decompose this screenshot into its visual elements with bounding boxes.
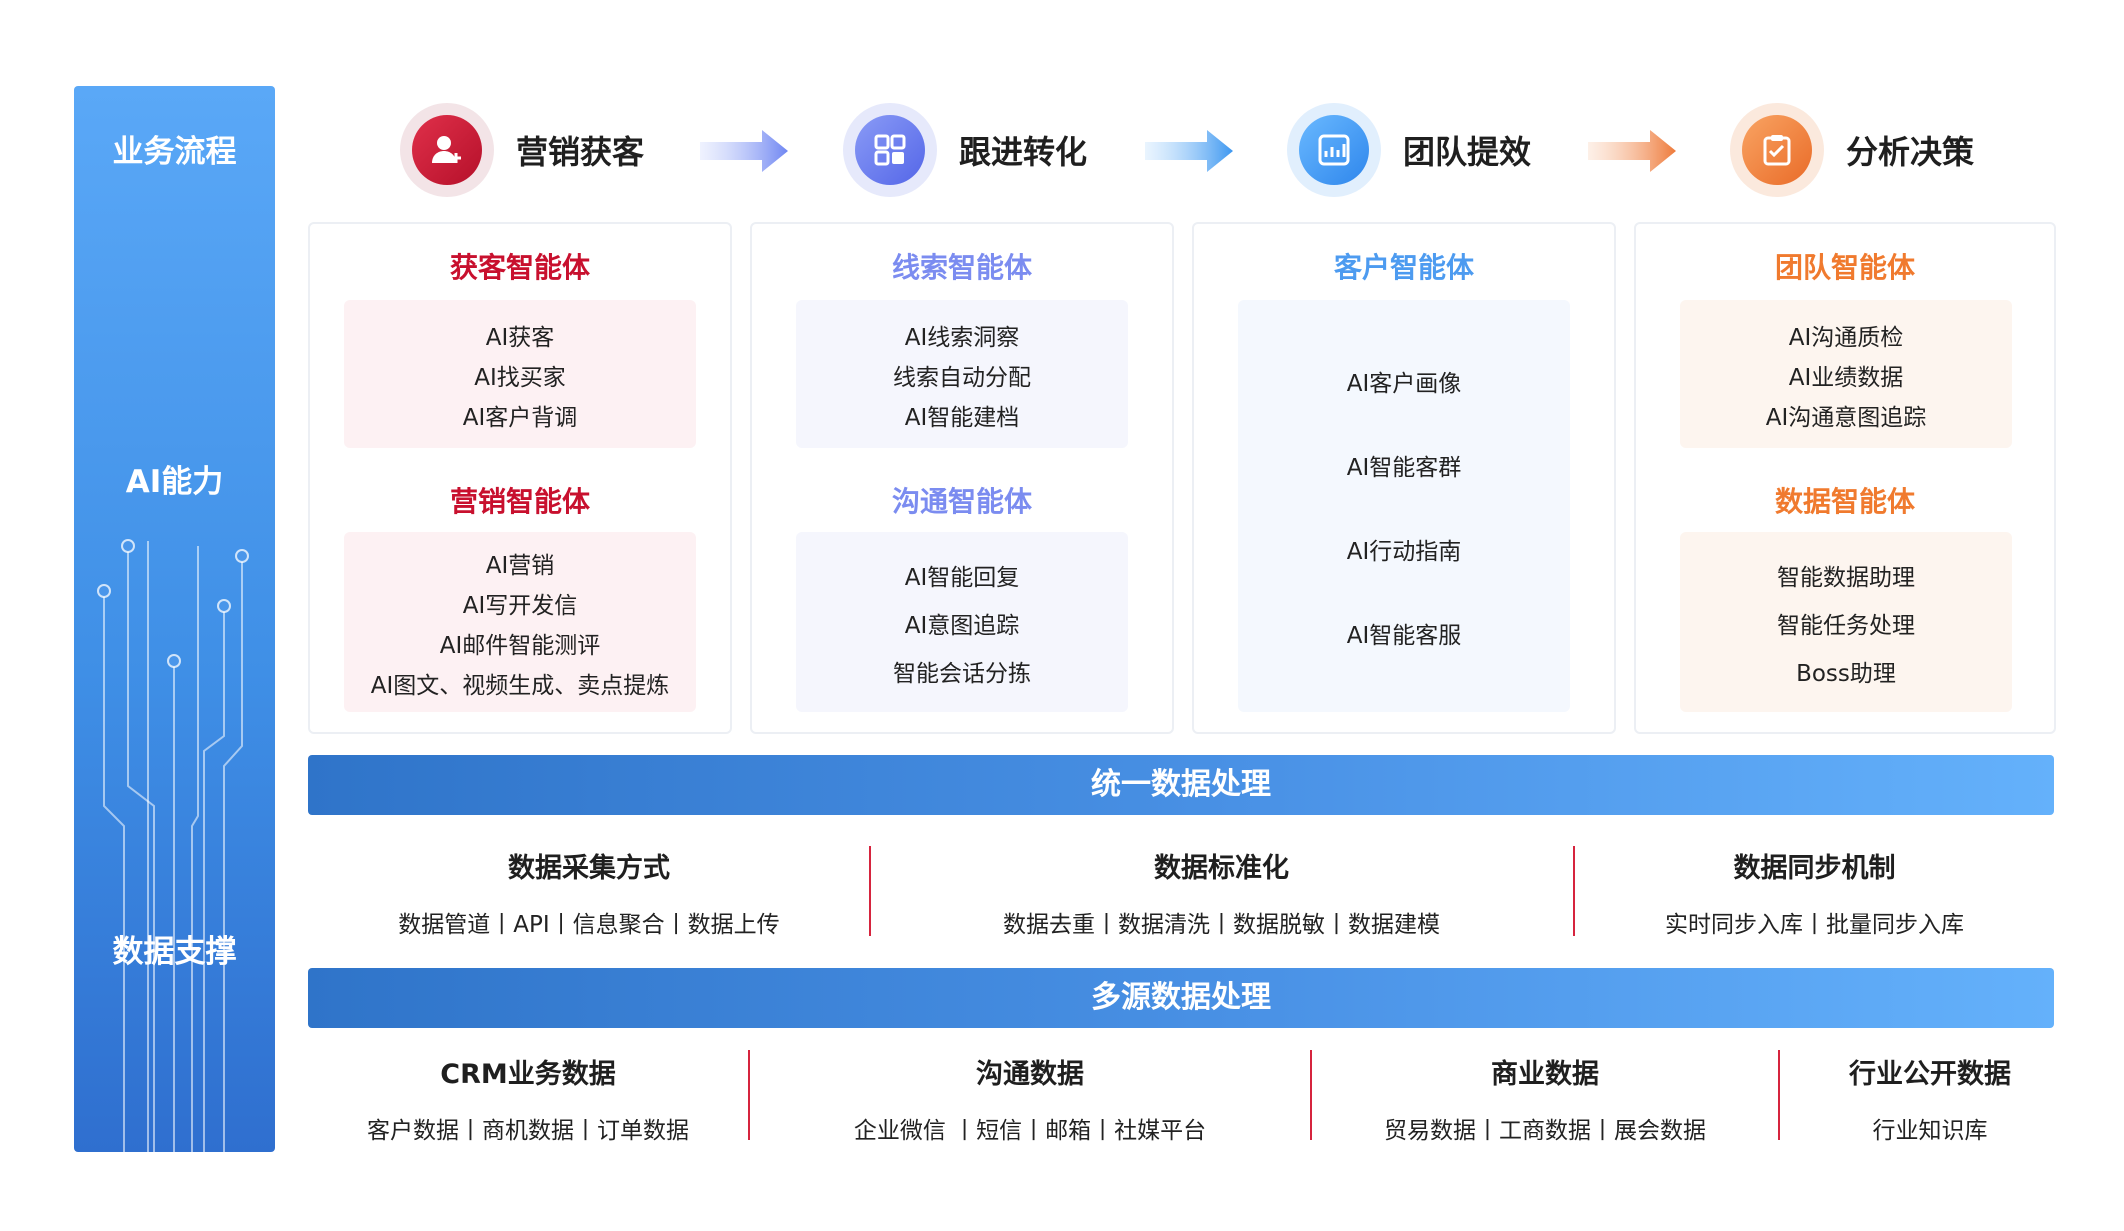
grid-icon: [855, 115, 925, 185]
agent-item: AI智能回复: [904, 565, 1020, 591]
unified-column: 数据标准化 数据去重丨数据清洗丨数据脱敏丨数据建模: [870, 846, 1573, 939]
agent-item: AI邮件智能测评: [439, 633, 601, 659]
stage-followup: 跟进转化: [843, 100, 1087, 200]
column-heading: 数据采集方式: [508, 853, 670, 884]
agent-box: AI智能回复 AI意图追踪 智能会话分拣: [796, 532, 1128, 712]
stage-name: 跟进转化: [959, 133, 1088, 171]
multi-column: CRM业务数据 客户数据丨商机数据丨订单数据: [308, 1052, 748, 1145]
card-marketing: 获客智能体 AI获客 AI找买家 AI客户背调 营销智能体 AI营销 AI写开发…: [308, 222, 732, 734]
agent-title: 营销智能体: [449, 485, 590, 518]
agent-item: AI客户背调: [462, 405, 578, 431]
agent-item: 智能任务处理: [1777, 613, 1915, 639]
arrow-right-icon: [1145, 130, 1233, 172]
sidebar-label-ai: AI能力: [125, 464, 224, 500]
agent-title: 获客智能体: [449, 251, 590, 284]
agent-item: 线索自动分配: [893, 365, 1031, 391]
agent-item: AI获客: [485, 325, 555, 351]
arrow-right-icon: [1588, 130, 1676, 172]
column-divider: [1573, 846, 1575, 936]
unified-column: 数据同步机制 实时同步入库丨批量同步入库: [1575, 846, 2054, 939]
stage-marketing: 营销获客: [400, 100, 644, 200]
column-divider: [869, 846, 871, 936]
agent-item: AI图文、视频生成、卖点提炼: [370, 673, 670, 699]
sidebar-label-process: 业务流程: [112, 134, 237, 170]
multi-source-banner: 多源数据处理: [308, 968, 2054, 1028]
agent-box: AI客户画像 AI智能客群 AI行动指南 AI智能客服: [1238, 300, 1570, 712]
agent-item: AI线索洞察: [904, 325, 1020, 351]
agent-item: AI找买家: [474, 365, 566, 391]
agent-item: 智能数据助理: [1777, 565, 1915, 591]
agent-title: 数据智能体: [1774, 485, 1915, 518]
card-team: 客户智能体 AI客户画像 AI智能客群 AI行动指南 AI智能客服: [1192, 222, 1616, 734]
stage-team: 团队提效: [1287, 100, 1531, 200]
chart-icon: [1299, 115, 1369, 185]
column-divider: [1778, 1050, 1780, 1140]
stage-analysis: 分析决策: [1730, 100, 1974, 200]
column-heading: 沟通数据: [976, 1059, 1084, 1090]
column-heading: CRM业务数据: [440, 1059, 616, 1090]
column-divider: [748, 1050, 750, 1140]
sidebar: 业务流程 AI能力 数据支撑: [74, 86, 275, 1152]
stage-name: 团队提效: [1403, 133, 1532, 171]
agent-item: AI意图追踪: [904, 613, 1020, 639]
multi-column: 行业公开数据 行业知识库: [1780, 1052, 2080, 1145]
agent-box: AI获客 AI找买家 AI客户背调: [344, 300, 696, 448]
column-text: 数据管道丨API丨信息聚合丨数据上传: [398, 912, 780, 938]
agent-item: Boss助理: [1796, 661, 1896, 687]
column-text: 贸易数据丨工商数据丨展会数据: [1384, 1118, 1706, 1144]
column-divider: [1310, 1050, 1312, 1140]
column-text: 实时同步入库丨批量同步入库: [1665, 912, 1964, 938]
agent-item: AI写开发信: [462, 593, 578, 619]
column-text: 企业微信 丨短信丨邮箱丨社媒平台: [853, 1118, 1207, 1144]
agent-item: AI沟通质检: [1788, 325, 1904, 351]
user-plus-icon: [412, 115, 482, 185]
agent-box: 智能数据助理 智能任务处理 Boss助理: [1680, 532, 2012, 712]
agent-item: AI沟通意图追踪: [1765, 405, 1927, 431]
agent-item: AI客户画像: [1346, 371, 1462, 397]
column-heading: 数据同步机制: [1733, 853, 1896, 884]
agent-title: 客户智能体: [1333, 251, 1474, 284]
stage-name: 营销获客: [516, 133, 645, 171]
agent-title: 团队智能体: [1774, 251, 1915, 284]
stage-name: 分析决策: [1846, 133, 1975, 171]
card-analysis: 团队智能体 AI沟通质检 AI业绩数据 AI沟通意图追踪 数据智能体 智能数据助…: [1634, 222, 2056, 734]
agent-box: AI营销 AI写开发信 AI邮件智能测评 AI图文、视频生成、卖点提炼: [344, 532, 696, 712]
column-heading: 数据标准化: [1154, 853, 1289, 884]
agent-title: 线索智能体: [891, 251, 1032, 284]
multi-column: 商业数据 贸易数据丨工商数据丨展会数据: [1312, 1052, 1778, 1145]
agent-item: 智能会话分拣: [893, 661, 1031, 687]
column-text: 行业知识库: [1872, 1118, 1988, 1144]
agent-title: 沟通智能体: [891, 485, 1032, 518]
agent-item: AI智能客服: [1346, 623, 1462, 649]
agent-box: AI线索洞察 线索自动分配 AI智能建档: [796, 300, 1128, 448]
card-followup: 线索智能体 AI线索洞察 线索自动分配 AI智能建档 沟通智能体 AI智能回复 …: [750, 222, 1174, 734]
multi-column: 沟通数据 企业微信 丨短信丨邮箱丨社媒平台: [750, 1052, 1310, 1145]
agent-item: AI行动指南: [1346, 539, 1462, 565]
agent-item: AI营销: [485, 553, 555, 579]
column-heading: 行业公开数据: [1849, 1059, 2011, 1090]
sidebar-label-data: 数据支撑: [112, 934, 237, 970]
unified-data-banner: 统一数据处理: [308, 755, 2054, 815]
agent-item: AI业绩数据: [1788, 365, 1904, 391]
circuit-decoration: [97, 539, 249, 1152]
column-heading: 商业数据: [1491, 1059, 1599, 1090]
column-text: 数据去重丨数据清洗丨数据脱敏丨数据建模: [1003, 912, 1440, 938]
arrow-right-icon: [700, 130, 788, 172]
column-text: 客户数据丨商机数据丨订单数据: [367, 1118, 689, 1144]
agent-item: AI智能建档: [904, 405, 1020, 431]
unified-column: 数据采集方式 数据管道丨API丨信息聚合丨数据上传: [308, 846, 870, 939]
agent-item: AI智能客群: [1346, 455, 1462, 481]
clipboard-icon: [1742, 115, 1812, 185]
agent-box: AI沟通质检 AI业绩数据 AI沟通意图追踪: [1680, 300, 2012, 448]
